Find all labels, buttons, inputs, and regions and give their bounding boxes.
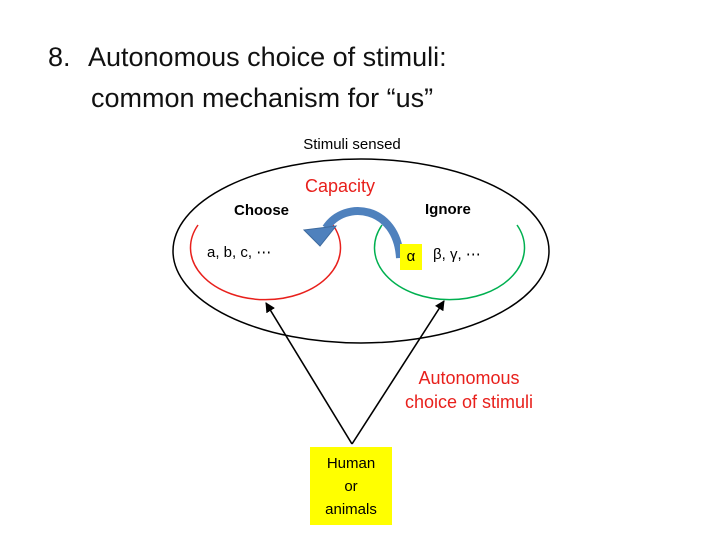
agent-line-2: or bbox=[344, 478, 358, 495]
agent-line-1: Human bbox=[326, 455, 376, 472]
stimuli-sensed-label: Stimuli sensed bbox=[262, 136, 442, 153]
ignore-label: Ignore bbox=[425, 201, 471, 218]
choose-label: Choose bbox=[234, 202, 290, 219]
agent-box: Human or animals bbox=[310, 447, 392, 525]
ignore-arc bbox=[373, 224, 526, 301]
stimuli-sensed-ellipse bbox=[172, 158, 550, 344]
capacity-arrow-band bbox=[322, 207, 404, 259]
choose-arc bbox=[189, 224, 342, 301]
ignored-stimuli-text: β, γ, ⋯ bbox=[433, 246, 481, 263]
title-line-1: Autonomous choice of stimuli: bbox=[88, 42, 447, 72]
title-number: 8. bbox=[48, 42, 71, 72]
alpha-highlight: α bbox=[400, 244, 422, 270]
autonomous-choice-label: Autonomous choice of stimuli bbox=[404, 368, 534, 412]
agent-line-3: animals bbox=[325, 501, 377, 518]
title-line-2: common mechanism for “us” bbox=[91, 83, 434, 113]
chosen-stimuli-text: a, b, c, ⋯ bbox=[207, 244, 272, 261]
capacity-label: Capacity bbox=[305, 176, 376, 196]
arrow-to-ignore bbox=[351, 300, 445, 445]
capacity-arrow-head bbox=[302, 225, 338, 247]
arrow-to-choose bbox=[265, 302, 353, 445]
